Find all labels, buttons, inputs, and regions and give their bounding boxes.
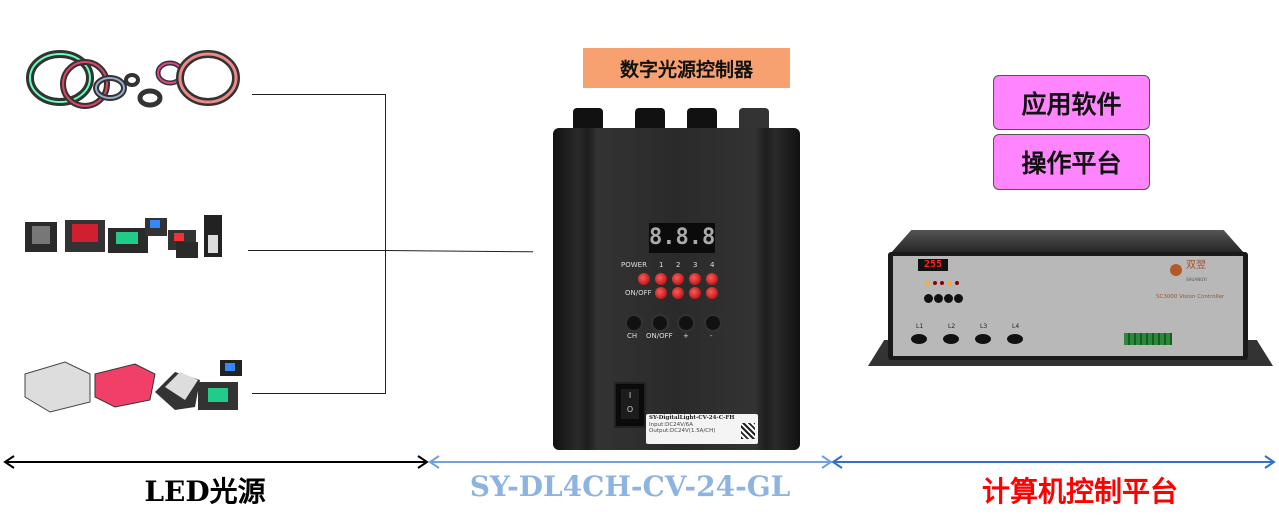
port-connector <box>975 334 991 344</box>
connector-ring <box>252 94 385 95</box>
sticker-output: Output:DC24V(1.5A/CH) <box>649 428 716 435</box>
port-label: L3 <box>980 323 988 330</box>
qr-code-icon <box>741 423 755 439</box>
channel-label: 3 <box>693 261 698 269</box>
brand-name: 双翌 <box>1186 260 1206 271</box>
port-connector <box>943 334 959 344</box>
terminal-block <box>1124 333 1172 345</box>
port-label: L1 <box>916 323 924 330</box>
status-led <box>955 281 959 285</box>
ring-lights-image <box>26 50 240 109</box>
arrows <box>3 455 1276 469</box>
led-source-label: LED光源 <box>144 475 266 508</box>
onoff-label: ON/OFF <box>625 289 652 297</box>
channel-led <box>655 273 667 285</box>
vision-button[interactable] <box>944 294 953 303</box>
product-sticker: SY-DigitalLight-CV-24-C-FH Input:DC24V/6… <box>646 414 758 444</box>
brand-sub: SHUANGYI <box>1186 277 1207 282</box>
ch-button[interactable] <box>625 314 643 332</box>
power-led <box>638 273 650 285</box>
channel-label: 4 <box>710 261 715 269</box>
operation-platform-box: 操作平台 <box>993 134 1150 190</box>
power-label: POWER <box>621 261 647 269</box>
channel-label: 1 <box>659 261 664 269</box>
computer-platform-label: 计算机控制平台 <box>981 475 1178 508</box>
onoff-led <box>706 287 718 299</box>
vision-button[interactable] <box>954 294 963 303</box>
minus-button[interactable] <box>704 314 722 332</box>
connector-to-controller <box>384 250 533 253</box>
minus-label: - <box>710 332 713 340</box>
port-connector <box>911 334 927 344</box>
computer-range-arrow <box>831 455 1276 469</box>
sticker-model: SY-DigitalLight-CV-24-C-FH <box>649 415 735 421</box>
status-led <box>933 281 937 285</box>
vision-button[interactable] <box>934 294 943 303</box>
segment-display: 8.8.8 <box>649 223 715 253</box>
plus-button[interactable] <box>677 314 695 332</box>
port-connector <box>1007 334 1023 344</box>
controller-label: 数字光源控制器 <box>583 48 790 88</box>
channel-label: 2 <box>676 261 681 269</box>
status-led <box>947 281 952 286</box>
status-led <box>940 281 944 285</box>
onoff-button-label: ON/OFF <box>646 332 673 340</box>
controller-range-arrow <box>428 455 833 469</box>
sticker-input: Input:DC24V/6A <box>649 421 694 428</box>
vision-button[interactable] <box>924 294 933 303</box>
power-switch[interactable]: I O <box>614 382 646 428</box>
vision-model: SC3000 Vision Controller <box>1156 294 1225 300</box>
switch-off-label: O <box>626 405 634 414</box>
channel-led <box>706 273 718 285</box>
connector-panel <box>252 393 385 394</box>
onoff-led <box>672 287 684 299</box>
vision-controller-device: 255 L1 L2 L3 L4 双翌 SHUANGYI SC3000 Visio… <box>868 228 1273 368</box>
onoff-led <box>655 287 667 299</box>
onoff-led <box>689 287 701 299</box>
connector-bar <box>248 250 385 251</box>
ch-label: CH <box>627 332 638 340</box>
bar-lights-image <box>25 215 222 258</box>
panel-lights-image <box>24 360 242 413</box>
brand-logo-icon <box>1170 264 1182 276</box>
port-label: L4 <box>1012 323 1020 330</box>
switch-on-label: I <box>628 391 632 400</box>
status-led <box>925 281 930 286</box>
connector-trunk <box>385 94 386 394</box>
port-label: L2 <box>948 323 956 330</box>
vision-display: 255 <box>918 259 948 271</box>
application-software-box: 应用软件 <box>993 75 1150 130</box>
channel-led <box>689 273 701 285</box>
plus-label: + <box>683 332 689 340</box>
led-range-arrow <box>3 455 429 469</box>
light-controller-device: 8.8.8 POWER 1 2 3 4 ON/OFF CH ON/OFF + -… <box>553 108 800 453</box>
onoff-button[interactable] <box>651 314 669 332</box>
model-label: SY-DL4CH-CV-24-GL <box>469 470 791 503</box>
channel-led <box>672 273 684 285</box>
